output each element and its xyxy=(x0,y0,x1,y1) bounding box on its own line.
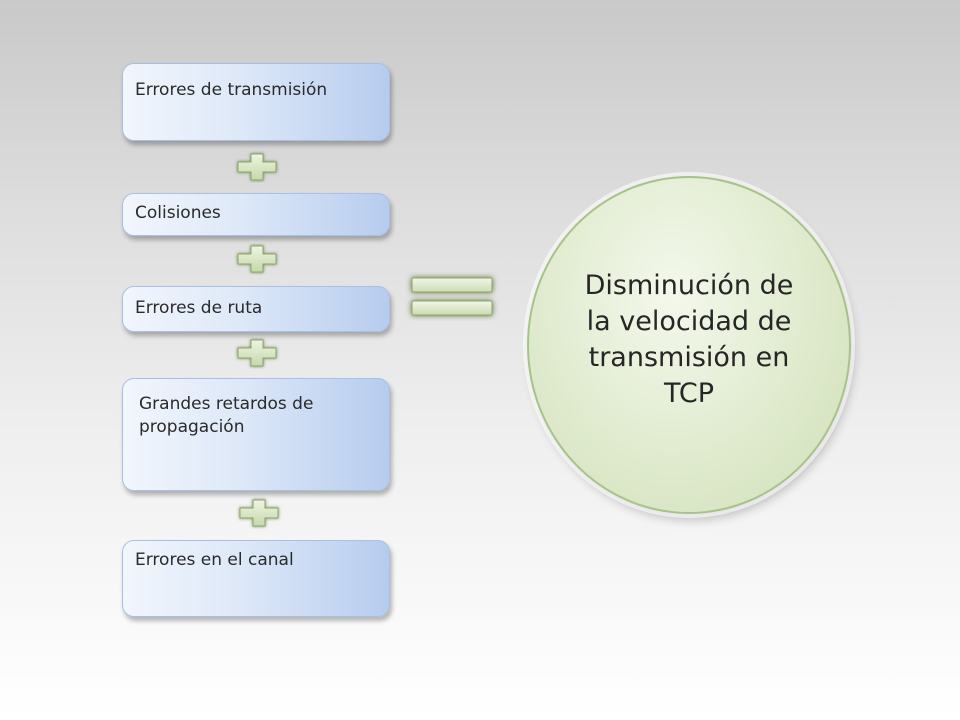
cause-label: Errores en el canal xyxy=(135,550,294,570)
cause-label: Colisiones xyxy=(135,203,221,223)
cause-box-route-errors: Errores de ruta xyxy=(122,286,390,332)
cause-box-collisions: Colisiones xyxy=(122,193,390,236)
result-circle: Disminución de la velocidad de transmisi… xyxy=(527,176,851,514)
plus-icon xyxy=(234,243,280,275)
equals-icon xyxy=(403,268,501,324)
cause-box-transmission-errors: Errores de transmisión xyxy=(122,63,390,141)
plus-icon xyxy=(234,151,280,183)
cause-box-channel-errors: Errores en el canal xyxy=(122,540,390,617)
plus-icon xyxy=(236,497,282,529)
cause-label: Errores de ruta xyxy=(135,298,263,318)
cause-box-propagation-delays: Grandes retardos de propagación xyxy=(122,378,390,491)
cause-label: Grandes retardos de propagación xyxy=(139,394,314,437)
plus-icon xyxy=(234,337,280,369)
result-label: Disminución de la velocidad de transmisi… xyxy=(584,270,794,409)
cause-label: Errores de transmisión xyxy=(135,80,328,100)
